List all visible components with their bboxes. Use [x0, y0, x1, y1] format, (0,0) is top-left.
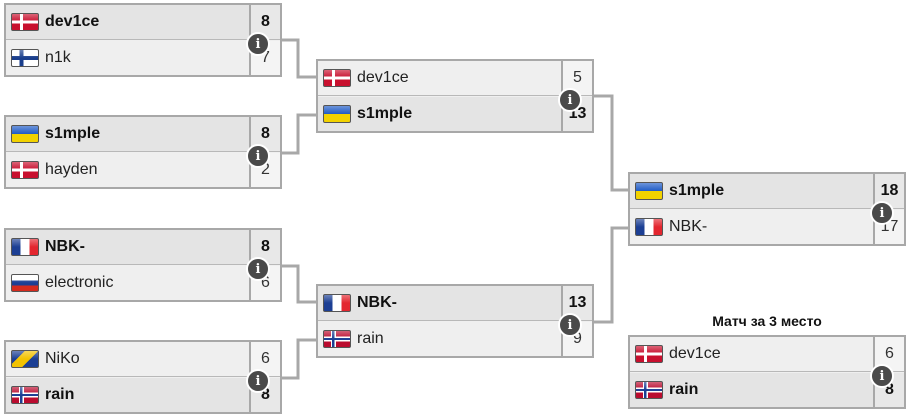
connector-r1m3-r2m2 [280, 264, 316, 304]
player-name: rain [669, 381, 699, 398]
player-name: dev1ce [357, 69, 409, 86]
info-icon[interactable]: i [558, 88, 582, 112]
player-name: s1mple [357, 105, 413, 122]
connector-r2m2-final [594, 226, 628, 324]
flag-ua-icon [11, 125, 39, 143]
flag-ru-icon [11, 274, 39, 292]
flag-fr-icon [635, 218, 663, 236]
player-name: hayden [45, 161, 98, 178]
player-name: n1k [45, 49, 71, 66]
info-icon[interactable]: i [246, 257, 270, 281]
flag-ua-icon [323, 105, 351, 123]
flag-fr-icon [11, 238, 39, 256]
player-name: NBK- [669, 218, 708, 235]
player-score: 8 [249, 117, 280, 151]
flag-ua-icon [635, 182, 663, 200]
flag-no-icon [323, 330, 351, 348]
match-slot[interactable]: NBK-17 [630, 210, 904, 244]
info-icon[interactable]: i [246, 144, 270, 168]
connector-r1m4-r2m2 [280, 338, 316, 380]
flag-dk-icon [323, 69, 351, 87]
flag-no-icon [11, 386, 39, 404]
info-icon[interactable]: i [558, 313, 582, 337]
player-name: NBK- [45, 238, 85, 255]
player-name: rain [45, 386, 75, 403]
player-name: dev1ce [669, 345, 721, 362]
match-slot[interactable]: s1mple 8 [6, 117, 280, 152]
player-name: NiKo [45, 350, 80, 367]
match-slot[interactable]: NBK-13 [318, 286, 592, 321]
flag-dk-icon [11, 161, 39, 179]
flag-no-icon [635, 381, 663, 399]
flag-dk-icon [11, 13, 39, 31]
player-name: rain [357, 330, 384, 347]
flag-ba-icon [11, 350, 39, 368]
player-name: s1mple [45, 125, 101, 142]
player-name: electronic [45, 274, 114, 291]
match-slot[interactable]: NBK-8 [6, 230, 280, 265]
connector-r1m1-r2m1 [280, 38, 316, 79]
flag-dk-icon [635, 345, 663, 363]
flag-fi-icon [11, 49, 39, 67]
info-icon[interactable]: i [870, 201, 894, 225]
info-icon[interactable]: i [246, 32, 270, 56]
player-name: s1mple [669, 182, 725, 199]
player-name: dev1ce [45, 13, 100, 30]
third-place-title: Матч за 3 место [712, 313, 822, 329]
connector-r2m1-final [594, 94, 628, 192]
connector-r1m2-r2m1 [280, 113, 316, 155]
info-icon[interactable]: i [246, 369, 270, 393]
player-name: NBK- [357, 294, 397, 311]
info-icon[interactable]: i [870, 364, 894, 388]
flag-fr-icon [323, 294, 351, 312]
